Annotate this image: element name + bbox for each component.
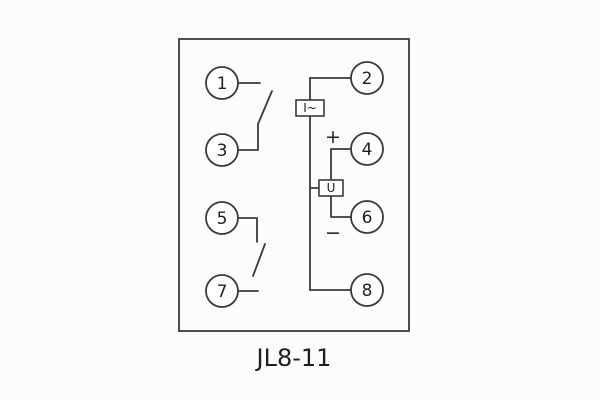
terminal6-lead-wire — [330, 195, 352, 218]
contact-blade-5-7 — [252, 243, 266, 277]
terminal-2-number: 2 — [362, 69, 373, 89]
terminal-7-number: 7 — [217, 282, 228, 302]
terminal-3-number: 3 — [217, 141, 228, 161]
polarity-minus-sign: − — [325, 222, 341, 244]
current-element-label: I~ — [303, 101, 317, 115]
terminal-5-circle — [205, 201, 239, 235]
terminal4-lead-wire — [330, 148, 352, 181]
terminal-7: 7 — [205, 274, 239, 308]
terminal-6-circle — [350, 200, 384, 234]
terminal-8-number: 8 — [362, 281, 373, 301]
terminal-1-number: 1 — [217, 74, 228, 94]
terminal-1-circle — [205, 66, 239, 100]
diagram-border — [178, 38, 410, 332]
terminal-4: 4 — [350, 132, 384, 166]
terminal-4-number: 4 — [362, 140, 373, 160]
terminal-5: 5 — [205, 201, 239, 235]
terminal-3: 3 — [205, 133, 239, 167]
terminal-8-circle — [350, 273, 384, 307]
terminal-4-circle — [350, 132, 384, 166]
terminal-2: 2 — [350, 61, 384, 95]
terminal-7-circle — [205, 274, 239, 308]
terminal5-lead-wire — [237, 217, 258, 243]
polarity-plus-sign: + — [325, 126, 341, 148]
contact-blade-1-3 — [257, 90, 273, 125]
terminal-2-circle — [350, 61, 384, 95]
terminal-6: 6 — [350, 200, 384, 234]
voltage-element-label: U — [327, 181, 336, 195]
model-caption: JL8-11 — [255, 344, 332, 372]
voltage-element-box — [318, 179, 344, 197]
terminal-6-number: 6 — [362, 208, 373, 228]
terminal-1: 1 — [205, 66, 239, 100]
terminal-8: 8 — [350, 273, 384, 307]
terminal3-lead-wire — [237, 123, 259, 151]
terminal-3-circle — [205, 133, 239, 167]
current-element-box — [295, 99, 325, 117]
terminal-5-number: 5 — [217, 209, 228, 229]
